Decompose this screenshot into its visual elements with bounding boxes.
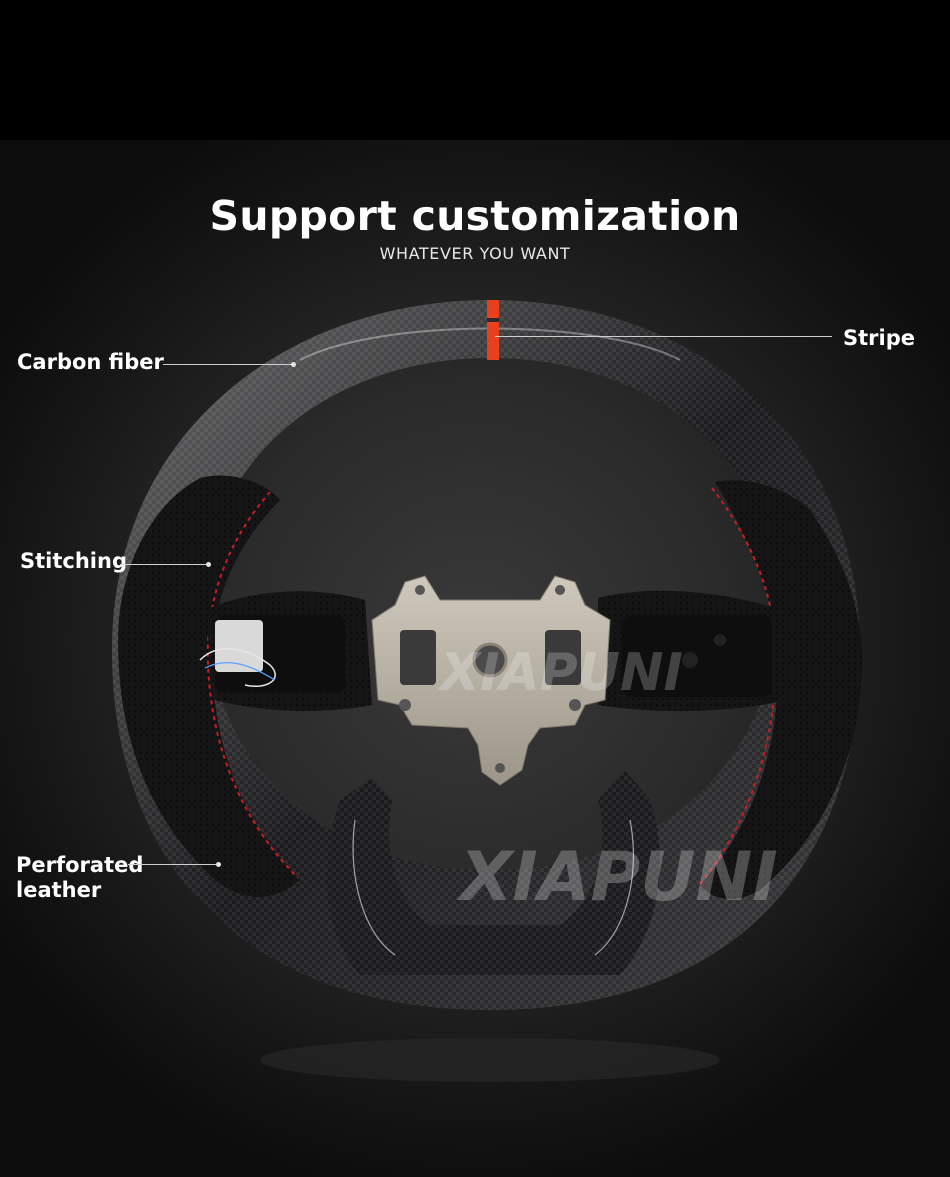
callout-carbon-fiber: Carbon fiber [17, 350, 164, 374]
left-connector-label [215, 620, 263, 672]
callout-dot-perforated [216, 862, 221, 867]
callout-line-stitching [120, 564, 208, 565]
hub-bracket [371, 575, 611, 786]
hub-slot-right [545, 630, 581, 685]
callout-stitching: Stitching [20, 549, 127, 573]
right-leather-grip [700, 480, 862, 900]
wheel-reflection [260, 1038, 720, 1082]
hub-slot-left [400, 630, 436, 685]
left-stitching [206, 491, 299, 879]
top-black-band [0, 0, 950, 140]
callout-dot-carbon [291, 362, 296, 367]
page-subtitle: WHATEVER YOU WANT [379, 244, 571, 263]
hub-center-hole [472, 642, 508, 678]
rim-gloss [112, 300, 860, 1010]
callout-line-stripe [495, 336, 832, 337]
callout-perforated-line2: leather [16, 878, 102, 902]
lower-carbon-spoke [326, 770, 660, 975]
right-switch-housing [622, 615, 772, 697]
right-switch-hole [682, 652, 698, 668]
callout-line-perforated [128, 864, 218, 865]
wires [199, 648, 276, 687]
page-title: Support customization [209, 192, 741, 240]
lower-spoke-highlight [352, 819, 635, 956]
top-stripe [487, 300, 499, 360]
callout-line-carbon [163, 364, 293, 365]
callout-perforated: Perforated leather [16, 853, 143, 903]
callout-perforated-line1: Perforated [16, 853, 144, 877]
callout-dot-stitching [206, 562, 211, 567]
watermark-lower: XIAPUNI [456, 838, 778, 917]
watermark-upper: XIAPUNI [437, 643, 683, 703]
callout-stripe: Stripe [843, 326, 915, 350]
